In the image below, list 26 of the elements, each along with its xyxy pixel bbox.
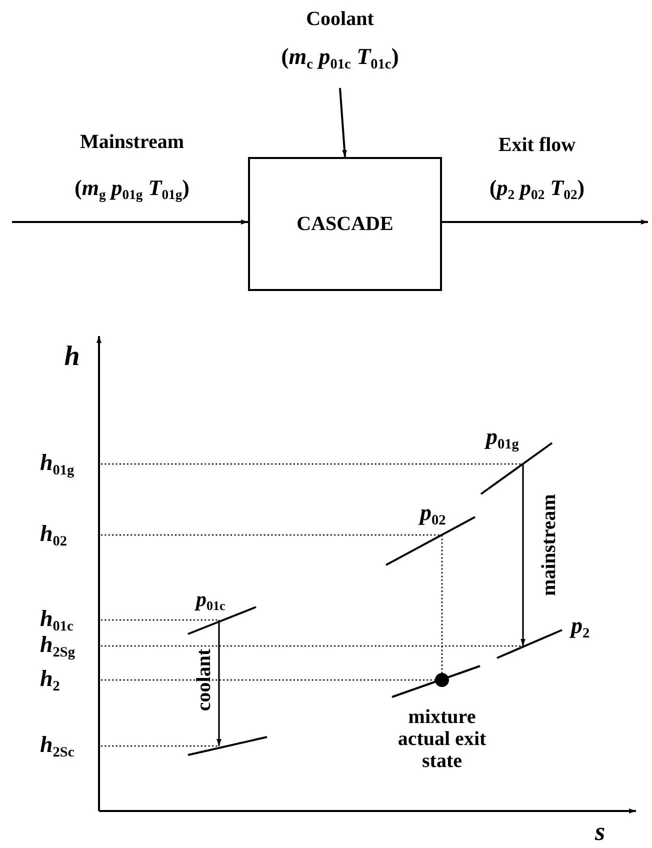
flow-arrow	[442, 220, 648, 224]
diagram-label: Exit flow	[498, 134, 576, 156]
diagram-label: h$_{01g}$	[40, 450, 74, 476]
flow-arrow	[12, 220, 248, 224]
process-label: mainstream	[538, 494, 560, 596]
flow-label: Coolant	[306, 8, 374, 30]
flow-arrow	[339, 88, 347, 158]
process-label: coolant	[193, 648, 215, 712]
diagram-label: h$_{2Sg}$	[40, 632, 75, 658]
diagram-label: h$_{2}$	[40, 666, 60, 692]
process-box	[248, 157, 442, 291]
box-label: CASCADE	[296, 213, 394, 235]
diagram-label: p$_{01c}$	[196, 588, 226, 612]
diagram-label: mixture actual exit state	[396, 706, 488, 772]
diagram-label: p$_{01g}$	[486, 424, 519, 450]
diagram-label: p$_{2}$	[571, 613, 590, 638]
diagram-label: s	[594, 818, 606, 847]
diagram-label: h$_{2Sc}$	[40, 732, 74, 758]
variable-list: (m$_{c}$ p$_{01c}$ T$_{01c}$)	[281, 44, 399, 70]
diagram-label: (p$_{2}$ p$_{02}$ T$_{02}$)	[489, 176, 585, 200]
diagram-label: Mainstream	[80, 131, 184, 153]
diagram-label: h	[64, 342, 80, 373]
diagram-label: p$_{02}$	[420, 500, 446, 526]
diagram-label: (m$_{g}$ p$_{01g}$ T$_{01g}$)	[74, 176, 190, 200]
diagram-label: h$_{02}$	[40, 521, 68, 546]
diagram-label: h$_{01c}$	[40, 606, 74, 632]
